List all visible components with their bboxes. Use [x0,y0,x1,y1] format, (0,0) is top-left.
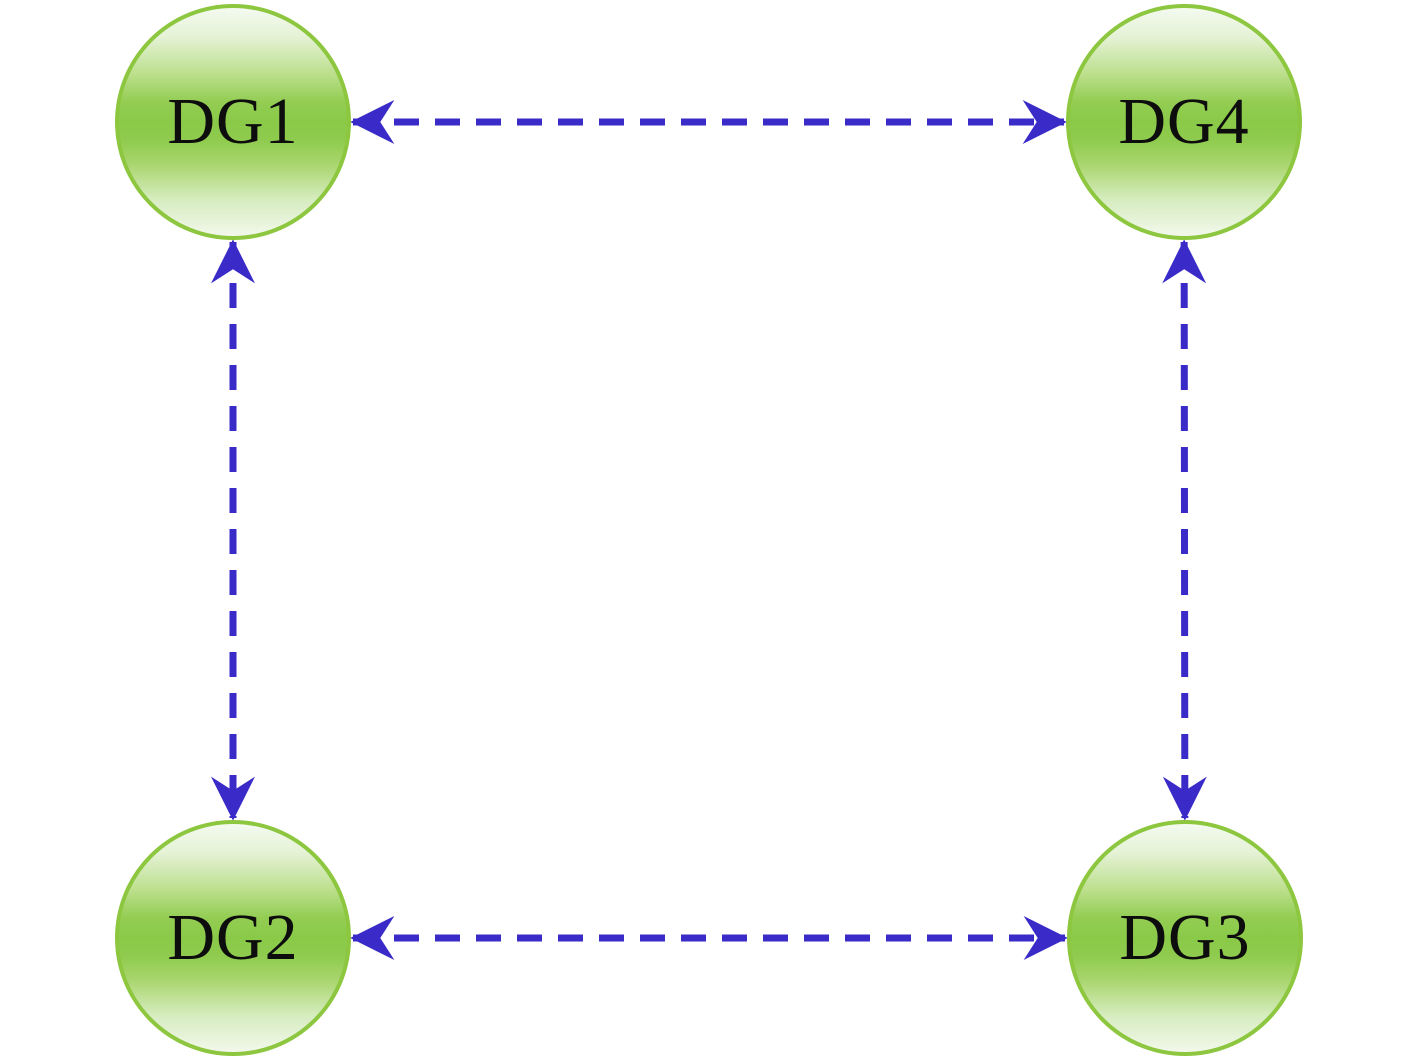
node-dg4-label: DG4 [1118,85,1250,158]
node-dg3: DG3 [1067,820,1303,1056]
node-dg2: DG2 [115,820,351,1056]
node-dg2-label: DG2 [167,901,299,974]
node-dg4: DG4 [1066,4,1302,240]
edge-DG4-DG3 [1162,239,1207,821]
node-dg1: DG1 [115,4,351,240]
node-dg1-label: DG1 [167,85,299,158]
node-dg3-label: DG3 [1119,901,1251,974]
